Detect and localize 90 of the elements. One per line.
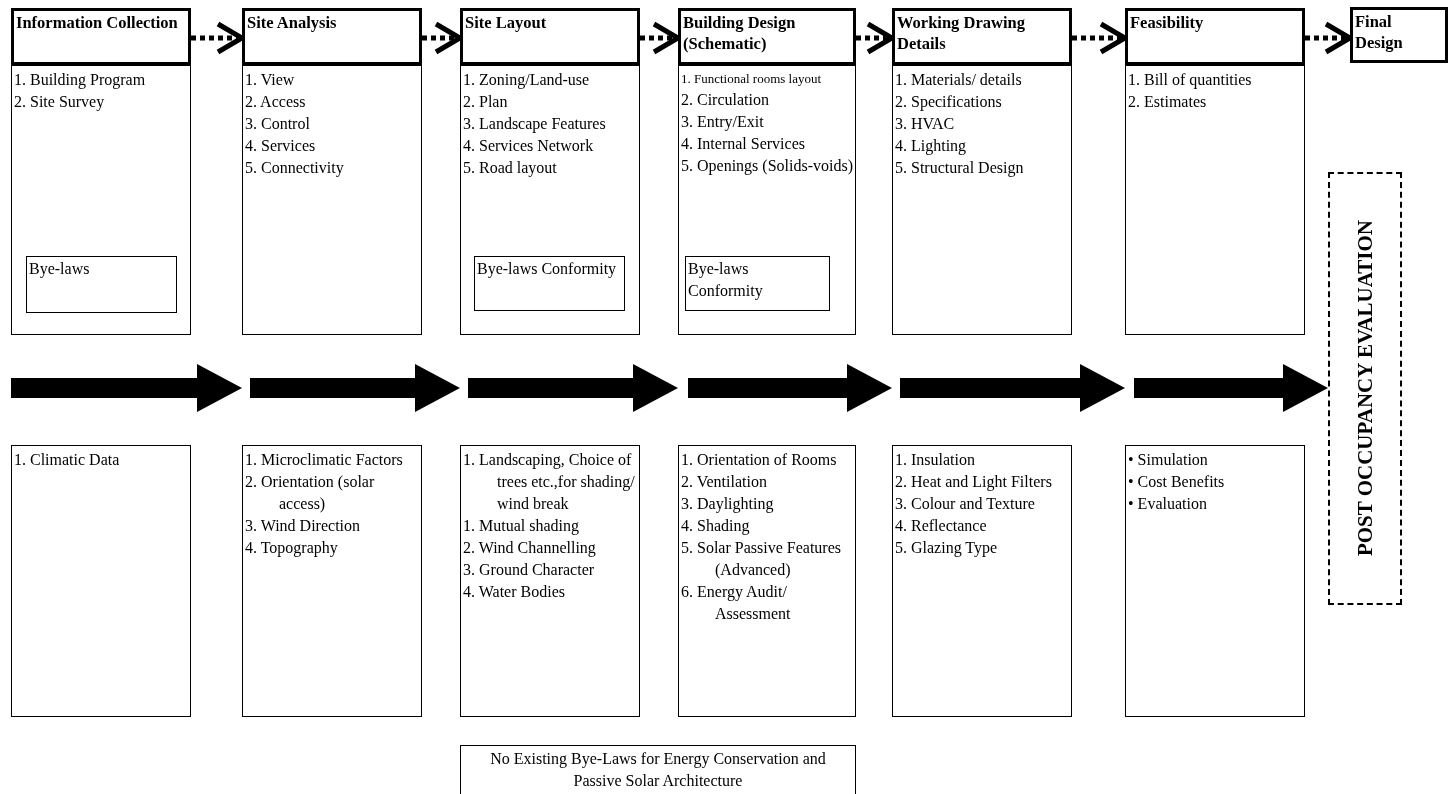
list-item: 5. Connectivity (245, 158, 345, 179)
checklist-box (1125, 65, 1305, 335)
list-item: 2. Circulation (681, 90, 770, 110)
list-item: 1. Orientation of Rooms (681, 450, 838, 470)
stage-title: Building Design (Schematic) (683, 12, 797, 54)
list-item: 3. Entry/Exit (681, 112, 765, 133)
box-label: Bye-laws (29, 259, 91, 280)
list-item: 2. Wind Channelling (463, 538, 597, 559)
list-item: 2. Heat and Light Filters (895, 472, 1053, 493)
list-item: 1. Microclimatic Factors (245, 450, 404, 470)
list-item: 2. Ventilation (681, 472, 768, 492)
list-item: 2. Access (245, 92, 307, 112)
list-item: 1. Insulation (895, 450, 976, 470)
stage-title: Feasibility (1130, 12, 1205, 33)
list-item: 5. Road layout (463, 158, 558, 179)
list-item: 1. Materials/ details (895, 70, 1023, 90)
stage-header-box (11, 8, 191, 65)
stage-title: Site Analysis (247, 12, 338, 33)
bye-laws-box (474, 256, 625, 311)
stage-title: Information Collection (16, 12, 179, 33)
checklist-box (11, 445, 191, 717)
checklist-box (460, 65, 640, 335)
list-item: 1. Mutual shading (463, 516, 580, 537)
list-item: 4. Services Network (463, 136, 595, 156)
block-arrow (900, 364, 1125, 412)
list-item: 4. Topography (245, 538, 339, 559)
block-arrow (1134, 364, 1328, 412)
list-item: 1. Functional rooms layout (681, 70, 823, 88)
stage-title: Site Layout (465, 12, 548, 33)
list-item: 4. Lighting (895, 136, 968, 157)
list-item: 2. Plan (463, 92, 509, 112)
stage-header-box (460, 8, 640, 65)
stage-header-box (1350, 7, 1448, 63)
checklist-box (460, 445, 640, 717)
evaluation-box (1328, 172, 1402, 605)
checklist-box (678, 65, 856, 335)
list-item: 1. View (245, 70, 296, 90)
checklist-box (678, 445, 856, 717)
checklist-box (1125, 445, 1305, 717)
bye-laws-box (26, 256, 177, 313)
list-item: 1. Zoning/Land-use (463, 70, 591, 91)
list-item: 2. Estimates (1128, 92, 1208, 112)
checklist-box (242, 65, 422, 335)
list-item: • Simulation (1128, 450, 1209, 470)
checklist-box (242, 445, 422, 717)
note-box (460, 745, 856, 794)
checklist-box (892, 65, 1072, 335)
vertical-label: POST OCCUPANCY EVALUATION (1352, 220, 1378, 557)
list-item: 5. Openings (Solids-voids) (681, 156, 853, 177)
list-item: 3. Daylighting (681, 494, 775, 515)
list-item: 1. Landscaping, Choice of trees etc.,for shading/ wind break (463, 450, 636, 514)
block-arrow (688, 364, 892, 412)
checklist-box (11, 65, 191, 335)
list-item: 4. Shading (681, 516, 751, 537)
stage-header-box (678, 8, 856, 65)
list-item: 1. Building Program (14, 70, 147, 91)
list-item: 3. Wind Direction (245, 516, 362, 536)
list-item: 3. HVAC (895, 114, 956, 134)
list-item: • Evaluation (1128, 494, 1208, 514)
stage-header-box (892, 8, 1072, 65)
list-item: 1. Climatic Data (14, 450, 121, 470)
list-item: 2. Site Survey (14, 92, 106, 113)
list-item: • Cost Benefits (1128, 472, 1226, 492)
list-item: 4. Internal Services (681, 134, 806, 154)
block-arrow (468, 364, 678, 412)
stage-header-box (242, 8, 422, 65)
list-item: 5. Solar Passive Features (Advanced) (681, 538, 842, 581)
stage-header-box (1125, 8, 1305, 65)
list-item: 3. Colour and Texture (895, 494, 1036, 514)
list-item: 3. Control (245, 114, 311, 134)
list-item: 3. Ground Character (463, 560, 596, 580)
list-item: 5. Structural Design (895, 158, 1025, 179)
list-item: 4. Reflectance (895, 516, 988, 536)
note-text: No Existing Bye-Laws for Energy Conservation and Passive Solar Architecture (489, 749, 827, 791)
list-item: 2. Specifications (895, 92, 1003, 113)
list-item: 3. Landscape Features (463, 114, 607, 135)
list-item: 2. Orientation (solar access) (245, 472, 376, 515)
list-item: 4. Services (245, 136, 317, 156)
checklist-box (892, 445, 1072, 717)
box-label: Bye-laws Conformity (477, 259, 618, 280)
block-arrow (11, 364, 242, 412)
box-label: Bye-laws Conformity (688, 259, 764, 302)
list-item: 4. Water Bodies (463, 582, 566, 602)
list-item: 5. Glazing Type (895, 538, 999, 559)
stage-title: Final Design (1355, 11, 1404, 53)
list-item: 6. Energy Audit/ Assessment (681, 582, 792, 624)
bye-laws-box (685, 256, 830, 311)
stage-title: Working Drawing Details (897, 12, 1026, 54)
list-item: 1. Bill of quantities (1128, 70, 1253, 91)
block-arrow (250, 364, 460, 412)
